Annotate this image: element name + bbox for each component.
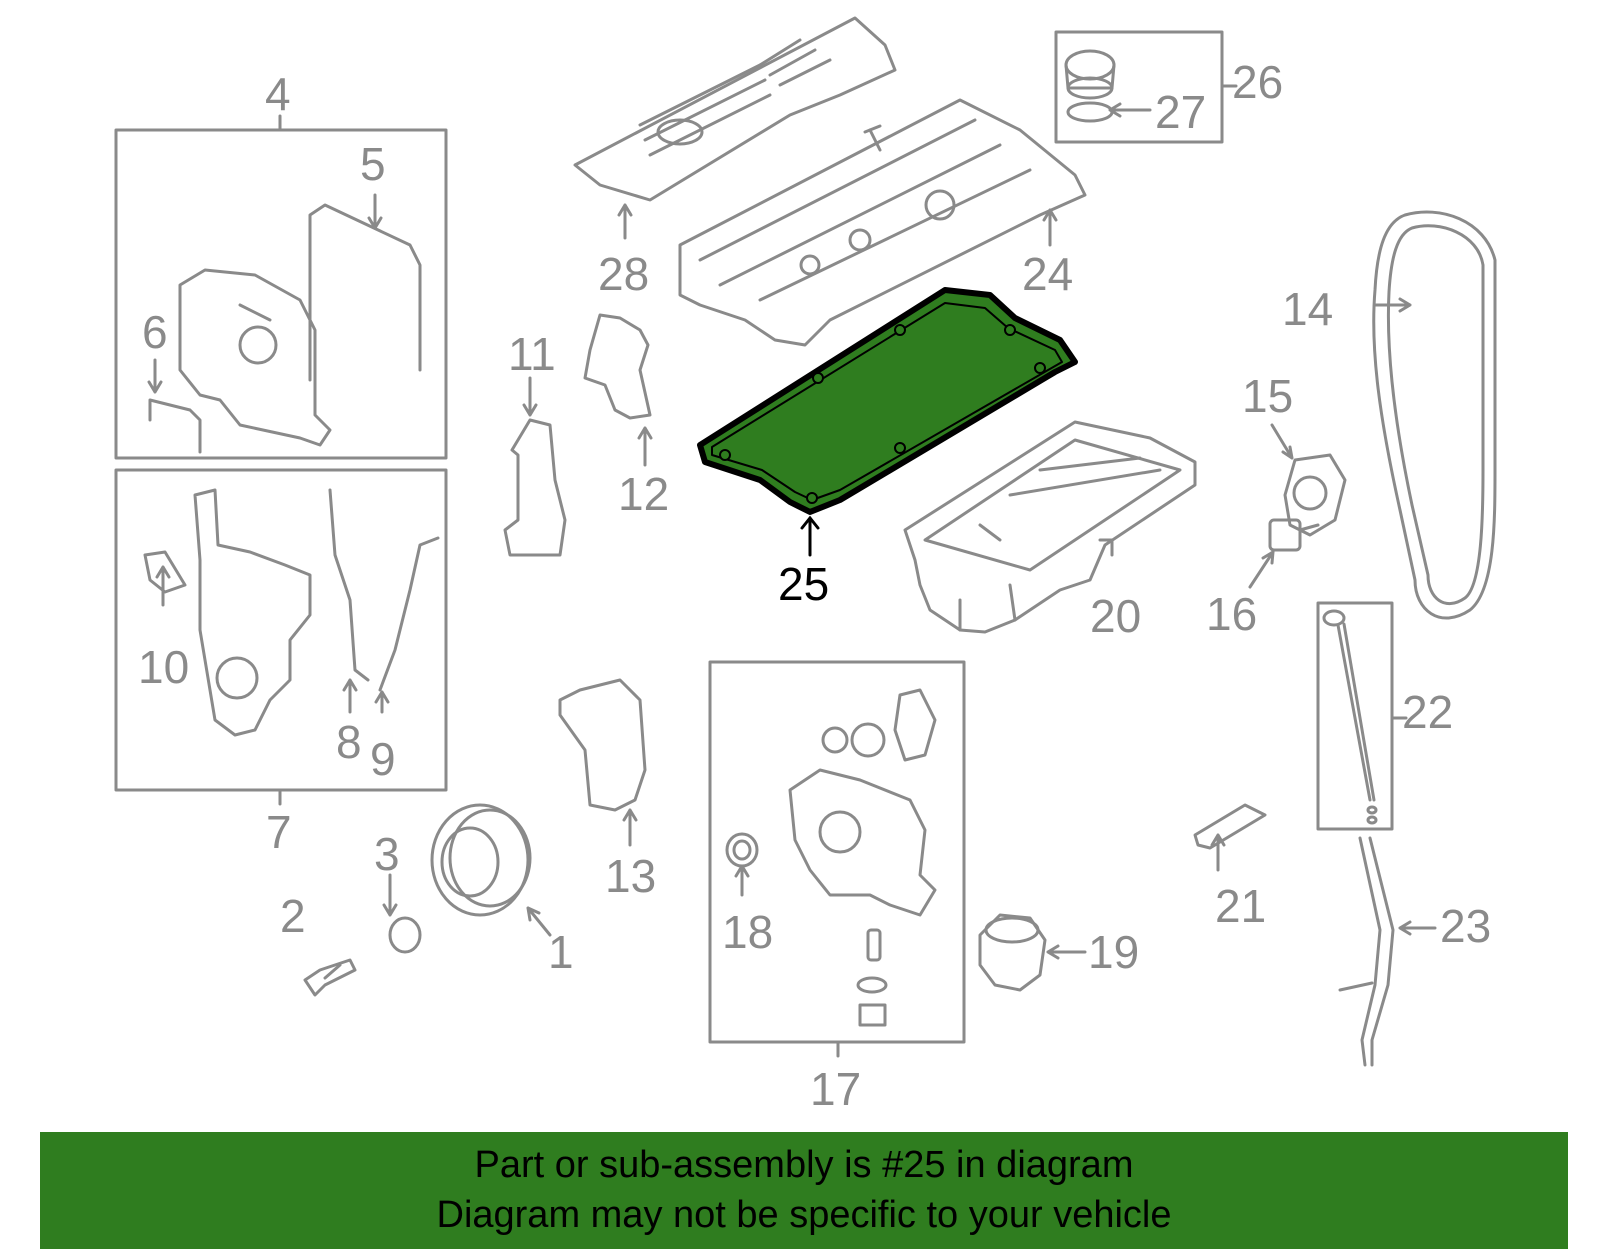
oil-dipstick-tube-part-23: [1338, 836, 1395, 1067]
lower-timing-cover-part-7: [193, 488, 312, 737]
callout-19: 19: [1088, 926, 1139, 978]
callout-17: 17: [810, 1063, 861, 1115]
callout-18: 18: [722, 906, 773, 958]
callout-6: 6: [142, 306, 168, 358]
callout-10: 10: [138, 641, 189, 693]
info-banner: Part or sub-assembly is #25 in diagram D…: [40, 1132, 1568, 1249]
group-box-4: [114, 128, 448, 460]
oil-seal-part-18: [725, 832, 759, 868]
timing-cover-gasket-part-8: [328, 488, 370, 682]
timing-belt-part-14: [1372, 210, 1497, 620]
filler-cap-gasket-part-27: [1066, 101, 1114, 123]
callout-28: 28: [598, 248, 649, 300]
callout-2: 2: [280, 890, 306, 942]
callout-14: 14: [1282, 283, 1333, 335]
pulley-bolt-part-2: [303, 958, 357, 997]
callout-26: 26: [1232, 56, 1283, 108]
oil-pump-assembly-part-17: [788, 688, 937, 1027]
oil-pan-part-20: [903, 420, 1197, 634]
key-part-3: [388, 916, 422, 954]
timing-cover-seal-part-5: [308, 203, 422, 382]
cylinder-head-cover-gasket-part-25: [697, 287, 1078, 515]
callout-4: 4: [265, 68, 291, 120]
bracket-part-11: [503, 418, 567, 557]
group-box-7: [114, 468, 448, 792]
timing-cover-gasket-part-9: [378, 536, 440, 692]
upper-timing-cover-part-4: [178, 268, 332, 447]
callout-3: 3: [374, 828, 400, 880]
oil-dipstick-part-22: [1322, 609, 1378, 825]
callout-23: 23: [1440, 900, 1491, 952]
callout-8: 8: [336, 716, 362, 768]
tensioner-part-15: [1283, 453, 1347, 537]
callout-27: 27: [1155, 86, 1206, 138]
engine-cover-part-28: [573, 16, 897, 202]
tensioner-bolt-part-16: [1268, 518, 1320, 552]
cylinder-head-cover-part-24: [678, 98, 1087, 347]
callout-13: 13: [605, 850, 656, 902]
callout-7: 7: [266, 806, 292, 858]
callout-20: 20: [1090, 590, 1141, 642]
callout-24: 24: [1022, 248, 1073, 300]
callout-5: 5: [360, 138, 386, 190]
timing-cover-bracket-part-10: [143, 550, 187, 594]
callout-15: 15: [1242, 370, 1293, 422]
callout-21: 21: [1215, 880, 1266, 932]
callout-22: 22: [1402, 686, 1453, 738]
oil-filter-part-19: [978, 913, 1047, 992]
crankshaft-pulley-part-1: [430, 803, 532, 917]
bracket-part-13: [558, 678, 647, 812]
banner-line-part-number: Part or sub-assembly is #25 in diagram: [474, 1144, 1134, 1186]
oil-filler-cap-part-26: [1064, 49, 1116, 100]
bracket-part-12: [583, 313, 652, 420]
banner-line-disclaimer: Diagram may not be specific to your vehi…: [436, 1194, 1172, 1236]
callout-16: 16: [1206, 588, 1257, 640]
callout-25: 25: [778, 558, 829, 610]
callout-9: 9: [370, 733, 396, 785]
timing-cover-bracket-part-6: [148, 398, 202, 454]
callout-11: 11: [508, 328, 556, 380]
callout-1: 1: [548, 926, 574, 978]
bracket-part-21: [1193, 803, 1267, 850]
group-box-22: [1316, 601, 1394, 831]
callout-12: 12: [618, 468, 669, 520]
